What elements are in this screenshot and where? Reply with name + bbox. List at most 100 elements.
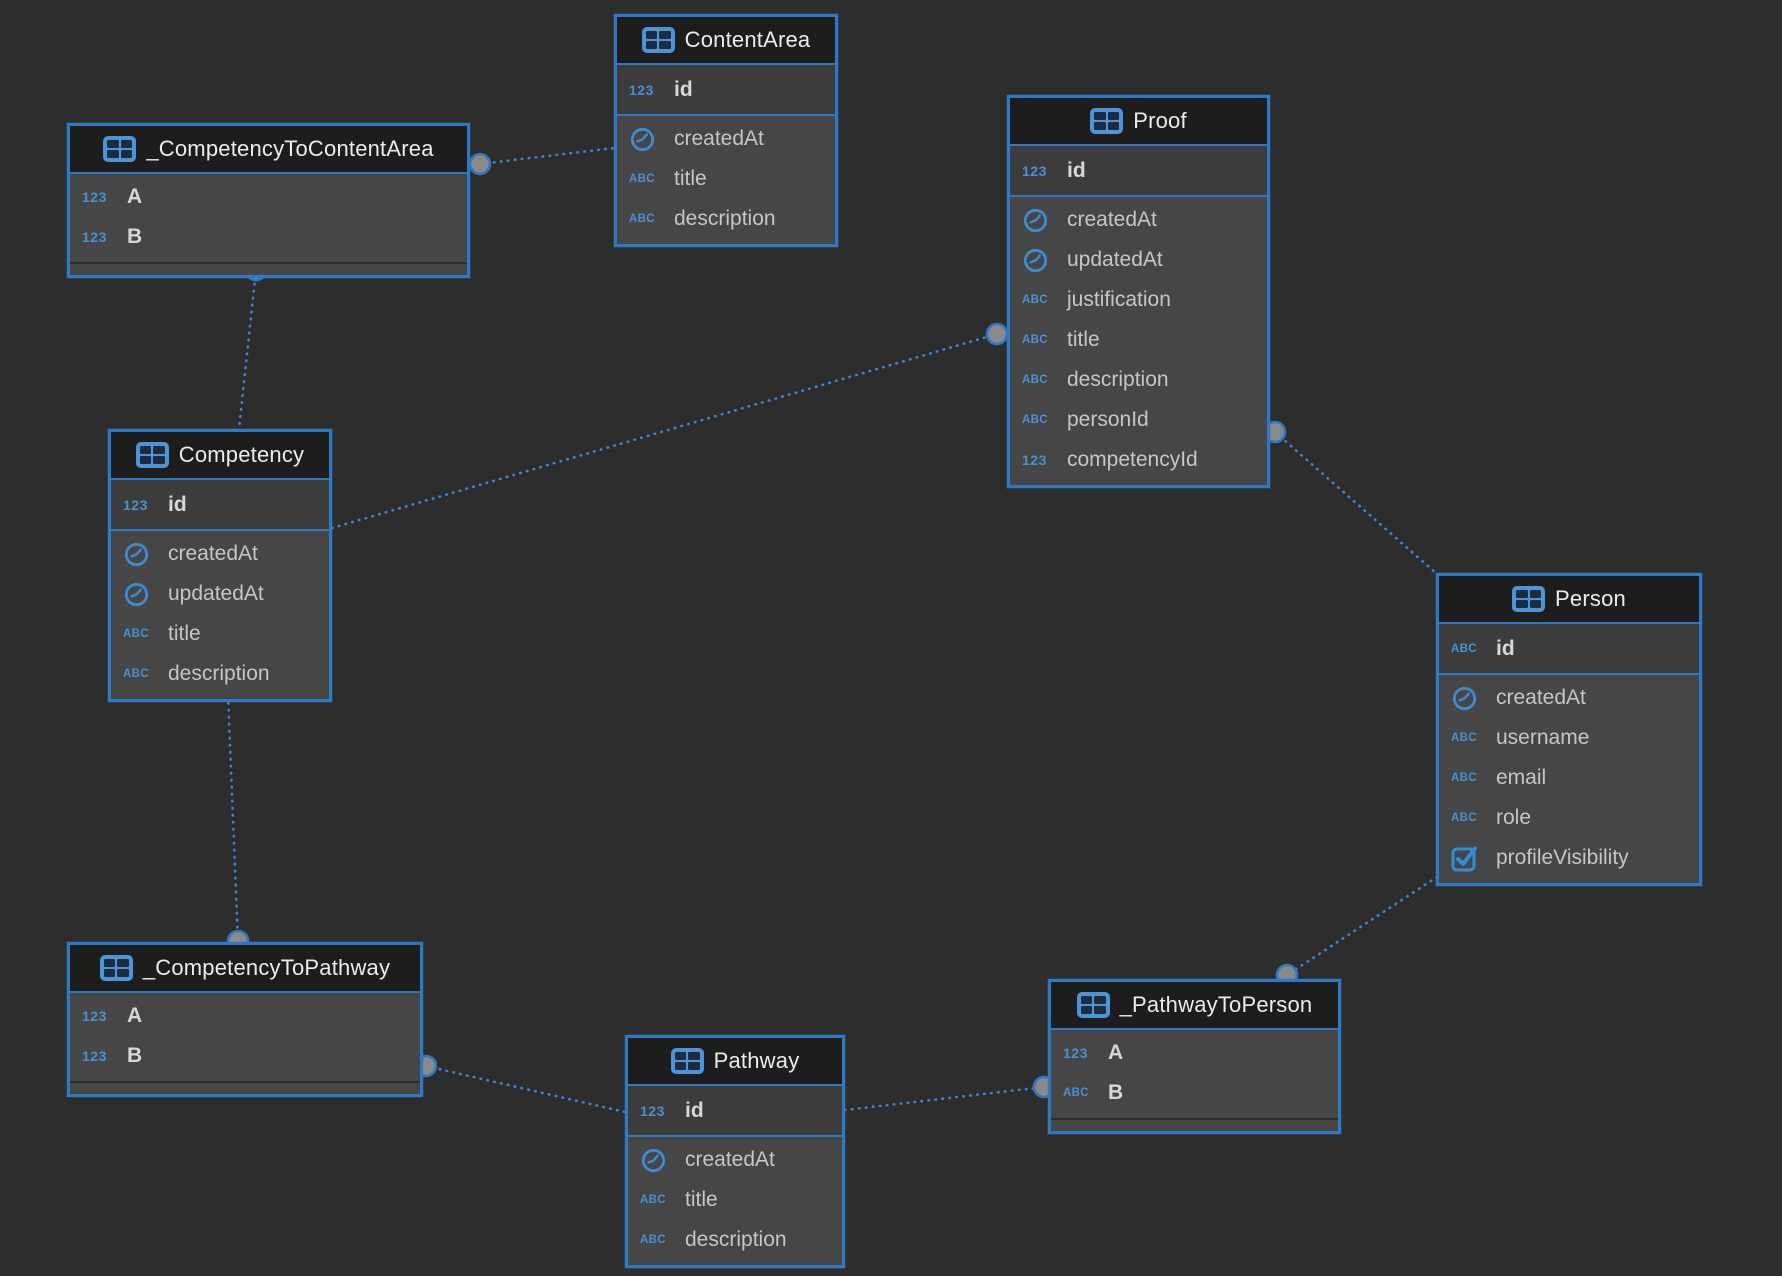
table-header[interactable]: _CompetencyToPathway — [70, 945, 420, 993]
field-row[interactable]: ABC description — [617, 199, 835, 239]
field-row[interactable]: createdAt — [628, 1140, 842, 1180]
field-name: updatedAt — [168, 582, 264, 605]
field-row[interactable]: updatedAt — [111, 574, 329, 614]
table-icon — [641, 27, 675, 53]
field-name: description — [674, 207, 776, 230]
table-header[interactable]: Proof — [1010, 98, 1267, 146]
field-name: updatedAt — [1067, 248, 1163, 271]
field-row[interactable]: updatedAt — [1010, 240, 1267, 280]
table-header[interactable]: Person — [1439, 576, 1699, 624]
field-name: A — [127, 1004, 143, 1027]
field-name: id — [168, 492, 187, 516]
table-icon — [1090, 108, 1124, 134]
field-row[interactable]: 123 competencyId — [1010, 440, 1267, 480]
field-name: id — [674, 77, 693, 101]
field-row[interactable]: 123 A — [70, 996, 420, 1036]
relation-anchor-dot — [468, 152, 492, 176]
table-icon — [1076, 992, 1110, 1018]
table-title: _CompetencyToContentArea — [146, 136, 434, 161]
number-type-icon: 123 — [82, 1048, 107, 1064]
table-title: Competency — [178, 442, 305, 467]
relation-line — [843, 1085, 1046, 1112]
datetime-type-icon — [640, 1147, 676, 1174]
relation-line — [226, 694, 240, 943]
text-type-icon: ABC — [1451, 732, 1477, 744]
field-name: id — [1067, 158, 1086, 182]
text-type-icon: ABC — [1022, 294, 1048, 306]
text-type-icon: ABC — [629, 213, 655, 225]
table-header[interactable]: _CompetencyToContentArea — [70, 126, 467, 174]
number-type-icon: 123 — [640, 1102, 665, 1119]
field-name: B — [127, 225, 143, 248]
datetime-type-icon — [1022, 247, 1058, 274]
field-name: justification — [1067, 288, 1171, 311]
field-name: B — [1108, 1081, 1124, 1104]
table-title: _CompetencyToPathway — [142, 955, 391, 980]
field-row[interactable]: createdAt — [111, 534, 329, 574]
field-row[interactable]: createdAt — [1010, 200, 1267, 240]
text-type-icon: ABC — [1022, 334, 1048, 346]
field-name: username — [1496, 726, 1590, 749]
field-row[interactable]: createdAt — [1439, 678, 1699, 718]
primary-key-row[interactable]: ABC id — [1439, 624, 1699, 675]
datetime-type-icon — [123, 541, 159, 568]
field-row[interactable]: profileVisibility — [1439, 838, 1699, 878]
number-type-icon: 123 — [1063, 1045, 1088, 1061]
number-type-icon: 123 — [82, 189, 107, 205]
table-title: Proof — [1133, 108, 1187, 133]
primary-key-row[interactable]: 123 id — [628, 1086, 842, 1137]
field-name: createdAt — [168, 542, 258, 565]
field-row[interactable]: ABC justification — [1010, 280, 1267, 320]
table-header[interactable]: _PathwayToPerson — [1051, 982, 1338, 1030]
number-type-icon: 123 — [1022, 452, 1047, 468]
field-row[interactable]: ABC username — [1439, 718, 1699, 758]
table-footer-strip — [70, 1081, 420, 1094]
field-row[interactable]: ABC title — [1010, 320, 1267, 360]
field-row[interactable]: createdAt — [617, 119, 835, 159]
table-header[interactable]: Pathway — [628, 1038, 842, 1086]
text-type-icon: ABC — [1451, 642, 1477, 655]
number-type-icon: 123 — [82, 1008, 107, 1024]
table-header[interactable]: Competency — [111, 432, 329, 480]
relation-line — [237, 268, 258, 431]
field-name: createdAt — [1496, 686, 1586, 709]
text-type-icon: ABC — [640, 1194, 666, 1206]
table-header[interactable]: ContentArea — [617, 17, 835, 65]
field-name: description — [168, 662, 270, 685]
relation-line — [478, 146, 616, 166]
field-name: id — [685, 1098, 704, 1122]
field-name: id — [1496, 636, 1515, 660]
field-name: title — [1067, 328, 1100, 351]
field-name: competencyId — [1067, 448, 1198, 471]
